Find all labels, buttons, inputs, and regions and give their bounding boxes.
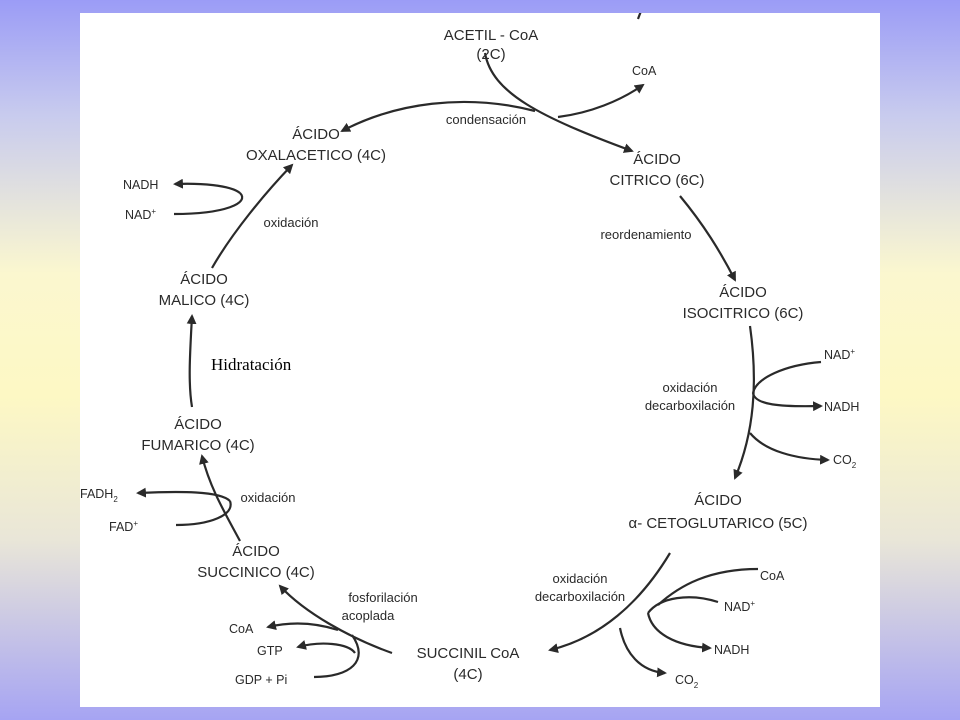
succinil-line-2: (4C) xyxy=(453,666,482,683)
step-oxidacion-nad: oxidación xyxy=(264,215,319,230)
step-acoplada: acoplada xyxy=(342,608,396,623)
arrow-succinico-to-fumarico xyxy=(199,454,241,542)
arrow-fumarico-to-malico xyxy=(186,314,197,408)
cofactor-co2-1: CO2 xyxy=(833,453,857,470)
cofactor-nad-2: NAD+ xyxy=(724,599,755,614)
arrow-nadh-2-out xyxy=(646,612,712,653)
succinico-label: ÁCIDO SUCCINICO (4C) xyxy=(197,543,315,581)
step-fosforilacion: fosforilación xyxy=(348,590,417,605)
cofactor-co2-2: CO2 xyxy=(675,673,699,690)
cofactor-coa-2: CoA xyxy=(760,569,785,583)
arrow-nad-2-in xyxy=(647,596,719,614)
step-oxidacion-1: oxidación xyxy=(663,380,718,395)
step-condensacion: condensación xyxy=(446,112,526,127)
fumarico-label: ÁCIDO FUMARICO (4C) xyxy=(141,416,254,454)
citrico-line-2: CITRICO (6C) xyxy=(610,172,705,189)
arrow-co2-2-out xyxy=(618,627,667,678)
cofactor-coa-3: CoA xyxy=(229,622,254,636)
arrow-isocitrico-to-ceto xyxy=(733,325,755,480)
fumarico-line-1: ÁCIDO xyxy=(174,416,222,433)
oxal-line-2: OXALACETICO (4C) xyxy=(246,147,386,164)
ceto-line-2: α- CETOGLUTARICO (5C) xyxy=(629,515,808,532)
krebs-cycle-diagram: ACETIL - CoA (2C) ÁCIDO CITRICO (6C) ÁCI… xyxy=(80,13,859,690)
cropped-mark xyxy=(636,13,642,20)
arrow-fad-in xyxy=(175,500,232,527)
acetil-name: ACETIL - CoA xyxy=(444,27,538,44)
cofactor-fad: FAD+ xyxy=(109,519,138,534)
cofactor-nad-1: NAD+ xyxy=(824,347,855,362)
arrow-malico-to-oxalacetico xyxy=(211,163,294,269)
acetil-coa-label: ACETIL - CoA (2C) xyxy=(444,27,538,63)
cofactor-fadh2: FADH2 xyxy=(80,487,118,504)
citrico-line-1: ÁCIDO xyxy=(633,151,681,168)
step-oxidacion-fad: oxidación xyxy=(241,490,296,505)
succinico-line-1: ÁCIDO xyxy=(232,543,280,560)
cofactor-gdp-pi: GDP + Pi xyxy=(235,673,287,687)
ceto-line-1: ÁCIDO xyxy=(694,492,742,509)
arrow-acetil-to-citrico xyxy=(483,52,634,153)
succinil-line-1: SUCCINIL CoA xyxy=(417,645,520,662)
arrow-nad-3-in xyxy=(173,192,244,216)
oxal-line-1: ÁCIDO xyxy=(292,126,340,143)
arrow-nad-1-in xyxy=(751,360,822,394)
isocitrico-line-2: ISOCITRICO (6C) xyxy=(683,305,804,322)
citrico-label: ÁCIDO CITRICO (6C) xyxy=(610,151,705,189)
cetoglutarico-label: ÁCIDO α- CETOGLUTARICO (5C) xyxy=(629,492,808,532)
step-oxidacion-2: oxidación xyxy=(553,571,608,586)
isocitrico-line-1: ÁCIDO xyxy=(719,284,767,301)
diagram-panel: ACETIL - CoA (2C) ÁCIDO CITRICO (6C) ÁCI… xyxy=(80,13,880,707)
arrow-co2-1-out xyxy=(749,432,830,465)
malico-line-2: MALICO (4C) xyxy=(159,292,250,309)
succinil-coa-label: SUCCINIL CoA (4C) xyxy=(417,645,520,683)
cofactor-nadh-2: NADH xyxy=(714,643,749,657)
cofactor-nadh-3: NADH xyxy=(123,178,158,192)
fumarico-line-2: FUMARICO (4C) xyxy=(141,437,254,454)
arrow-coa-3-out xyxy=(266,620,339,632)
arrow-gdp-in xyxy=(313,634,360,679)
succinico-line-2: SUCCINICO (4C) xyxy=(197,564,315,581)
malico-label: ÁCIDO MALICO (4C) xyxy=(159,271,250,309)
step-hidratacion: Hidratación xyxy=(211,355,292,374)
step-reordenamiento: reordenamiento xyxy=(600,227,691,242)
malico-line-1: ÁCIDO xyxy=(180,271,228,288)
arrow-succinil-to-succinico xyxy=(278,584,393,655)
arrow-condensation xyxy=(340,100,536,132)
arrow-citrico-to-isocitrico xyxy=(679,195,736,282)
step-decarboxilacion-1: decarboxilación xyxy=(645,398,735,413)
cofactor-nad-3: NAD+ xyxy=(125,207,156,222)
cofactor-nadh-1: NADH xyxy=(824,400,859,414)
cofactor-coa-top: CoA xyxy=(632,64,657,78)
oxalacetico-label: ÁCIDO OXALACETICO (4C) xyxy=(246,126,386,164)
arrow-ceto-to-succinil xyxy=(548,552,671,653)
arrow-nadh-1-out xyxy=(751,392,823,412)
cofactor-gtp: GTP xyxy=(257,644,283,658)
isocitrico-label: ÁCIDO ISOCITRICO (6C) xyxy=(683,284,804,322)
arrow-coa-release xyxy=(557,83,645,119)
arrow-coa-2-in xyxy=(657,567,759,606)
step-decarboxilacion-2: decarboxilación xyxy=(535,589,625,604)
acetil-carbons: (2C) xyxy=(476,46,505,63)
arrow-nadh-3-out xyxy=(173,178,241,194)
arrow-fadh-out xyxy=(136,487,231,502)
arrow-gtp-out xyxy=(296,640,356,654)
